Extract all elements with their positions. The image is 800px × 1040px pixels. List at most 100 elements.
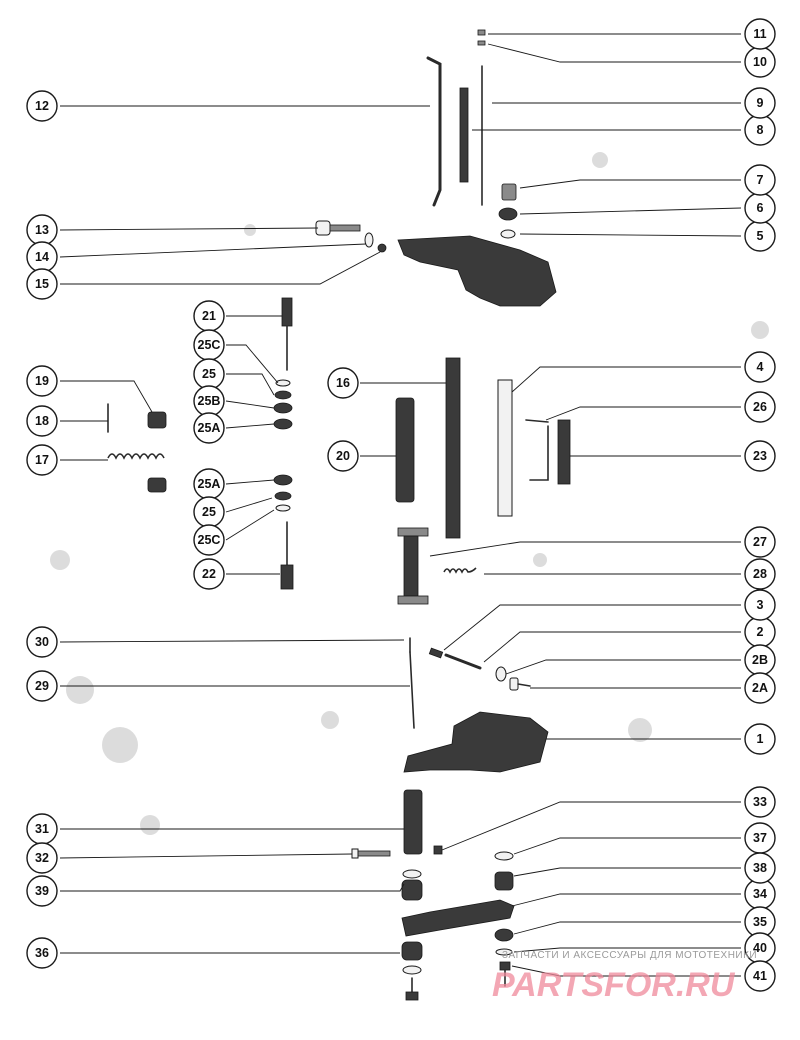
svg-text:4: 4 <box>757 360 764 374</box>
svg-text:26: 26 <box>753 400 767 414</box>
callout-16: 16 <box>327 367 359 399</box>
svg-text:21: 21 <box>202 309 216 323</box>
svg-text:32: 32 <box>35 851 49 865</box>
part-15-nut <box>377 243 387 253</box>
svg-text:35: 35 <box>753 915 767 929</box>
part-22-threaded-rod <box>280 521 294 590</box>
part-12-bent-rod <box>426 56 442 207</box>
callout-25c-lower: 25C <box>193 524 225 556</box>
svg-text:27: 27 <box>753 535 767 549</box>
upper-lever-casting <box>397 235 557 307</box>
svg-text:31: 31 <box>35 822 49 836</box>
svg-text:38: 38 <box>753 861 767 875</box>
callout-25a-upper: 25A <box>193 412 225 444</box>
part-35-bushing <box>494 928 514 942</box>
part-19-nut-lower <box>147 477 167 493</box>
callout-23: 23 <box>744 440 776 472</box>
svg-text:13: 13 <box>35 223 49 237</box>
svg-text:40: 40 <box>753 941 767 955</box>
svg-text:18: 18 <box>35 414 49 428</box>
watermark-tagline: ЗАПЧАСТИ И АКСЕССУАРЫ ДЛЯ МОТОТЕХНИКИ <box>502 950 757 961</box>
svg-text:36: 36 <box>35 946 49 960</box>
part-36-washer <box>402 965 422 975</box>
part-3-pin <box>428 647 444 659</box>
svg-text:9: 9 <box>757 96 764 110</box>
part-25a-nut-upper <box>273 418 293 430</box>
part-32-bolt <box>351 848 391 859</box>
callout-21: 21 <box>193 300 225 332</box>
callout-26: 26 <box>744 391 776 423</box>
part-25a-nut-lower <box>273 474 293 486</box>
svg-text:25A: 25A <box>198 421 221 435</box>
svg-text:14: 14 <box>35 250 49 264</box>
part-29-rod <box>409 651 415 729</box>
part-33-nut <box>433 845 443 855</box>
callout-2b: 2B <box>744 644 776 676</box>
svg-text:2: 2 <box>757 625 764 639</box>
callout-19: 19 <box>26 365 58 397</box>
svg-text:33: 33 <box>753 795 767 809</box>
part-40-washer <box>495 948 513 956</box>
part-23-bracket <box>529 425 549 481</box>
svg-text:34: 34 <box>753 887 767 901</box>
callout-37: 37 <box>744 822 776 854</box>
svg-text:16: 16 <box>336 376 350 390</box>
part-25c-washer-upper <box>275 379 291 387</box>
part-1-lever-casting <box>403 711 549 773</box>
svg-text:23: 23 <box>753 449 767 463</box>
callout-25b: 25B <box>193 385 225 417</box>
callout-25c-upper: 25C <box>193 329 225 361</box>
svg-text:6: 6 <box>757 201 764 215</box>
svg-text:19: 19 <box>35 374 49 388</box>
svg-text:10: 10 <box>753 55 767 69</box>
part-2-pin <box>444 653 482 670</box>
callout-6: 6 <box>744 192 776 224</box>
svg-text:22: 22 <box>202 567 216 581</box>
svg-text:8: 8 <box>757 123 764 137</box>
callout-7: 7 <box>744 164 776 196</box>
callouts: 1 2 2B 2A 3 4 5 6 7 8 9 10 11 12 13 14 1… <box>26 18 776 992</box>
part-37-washer <box>494 851 514 861</box>
svg-text:2B: 2B <box>752 653 768 667</box>
part-20-sleeve <box>395 397 415 503</box>
callout-25-lower: 25 <box>193 496 225 528</box>
callout-41: 41 <box>744 960 776 992</box>
callout-12: 12 <box>26 90 58 122</box>
callout-14: 14 <box>26 241 58 273</box>
callout-13: 13 <box>26 214 58 246</box>
part-6-bushing <box>498 207 518 221</box>
callout-15: 15 <box>26 268 58 300</box>
callout-27: 27 <box>744 526 776 558</box>
part-31-sleeve <box>403 789 423 855</box>
part-5-washer <box>500 229 516 239</box>
part-16-shaft <box>445 357 461 539</box>
callout-4: 4 <box>744 351 776 383</box>
svg-text:7: 7 <box>757 173 764 187</box>
svg-text:11: 11 <box>753 27 766 41</box>
part-2a-screw <box>509 677 531 691</box>
callout-33: 33 <box>744 786 776 818</box>
part-25-washer-lower <box>274 491 292 501</box>
svg-text:30: 30 <box>35 635 49 649</box>
callout-32: 32 <box>26 842 58 874</box>
part-17-spring <box>107 453 165 460</box>
callout-22: 22 <box>193 558 225 590</box>
part-26-pin <box>525 419 549 423</box>
part-25b-bushing <box>273 402 293 414</box>
callout-10: 10 <box>744 46 776 78</box>
callout-29: 29 <box>26 670 58 702</box>
svg-text:25C: 25C <box>198 533 221 547</box>
part-41-screw <box>499 961 511 987</box>
svg-text:2A: 2A <box>752 681 768 695</box>
part-23-grip <box>557 419 571 485</box>
part-34-lever-arm <box>401 899 515 937</box>
callout-8: 8 <box>744 114 776 146</box>
callout-18: 18 <box>26 405 58 437</box>
part-39-washer <box>402 869 422 879</box>
callout-38: 38 <box>744 852 776 884</box>
leader-lines <box>59 33 742 977</box>
watermark-logo: PARTSFOR.RU <box>492 966 736 1004</box>
part-19-nut <box>147 411 167 429</box>
callout-11: 11 <box>744 18 776 50</box>
